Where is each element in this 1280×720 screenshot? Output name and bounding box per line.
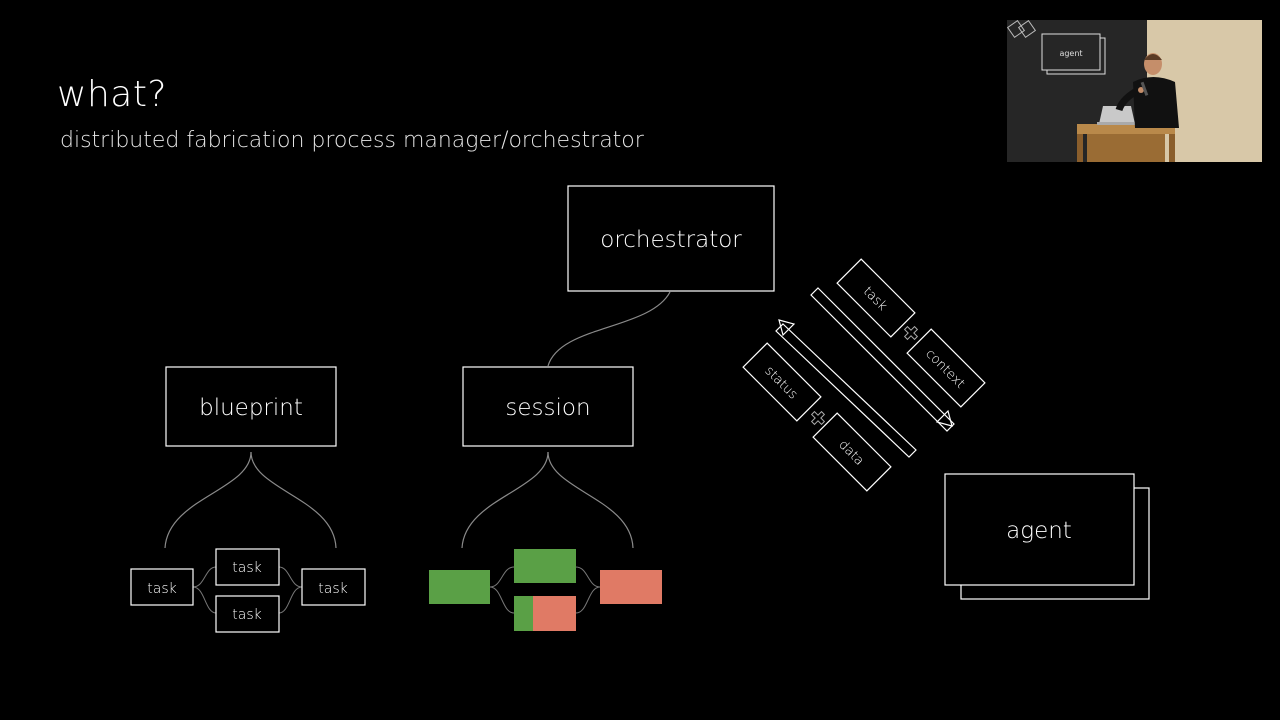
blueprint-task-edges bbox=[192, 566, 303, 614]
orchestrator-session-connector bbox=[547, 291, 671, 367]
task-node: task bbox=[130, 568, 194, 606]
blueprint-task-graph: task task task task bbox=[130, 548, 366, 633]
session-task-edges bbox=[489, 566, 601, 614]
flow-label-context: context bbox=[906, 328, 986, 408]
plus-icon bbox=[810, 410, 826, 426]
dispatch-arrow bbox=[810, 287, 955, 432]
projected-slide: agent bbox=[1041, 33, 1106, 75]
task-label: task bbox=[232, 560, 261, 576]
agent-node: agent bbox=[944, 473, 1150, 600]
speaker-video-inset: agent bbox=[1007, 20, 1262, 162]
task-node: task bbox=[215, 548, 280, 586]
task-label: task bbox=[147, 581, 176, 597]
podium bbox=[1077, 124, 1175, 162]
task-label: task bbox=[318, 581, 347, 597]
task-node: task bbox=[301, 568, 366, 606]
task-node: task bbox=[215, 595, 280, 633]
task-complete bbox=[429, 570, 490, 604]
session-node: session bbox=[462, 366, 634, 447]
flow-label-task: task bbox=[836, 258, 916, 338]
blueprint-label: blueprint bbox=[199, 395, 303, 421]
session-brace bbox=[461, 451, 634, 549]
agent-label: agent bbox=[1006, 518, 1072, 544]
slide-subtitle: distributed fabrication process manager/… bbox=[60, 128, 644, 153]
session-task-graph bbox=[429, 549, 662, 631]
report-arrow bbox=[775, 319, 917, 458]
blueprint-node: blueprint bbox=[165, 366, 337, 447]
orchestrator-node: orchestrator bbox=[567, 185, 775, 292]
speaker-figure bbox=[1115, 53, 1179, 128]
slide-corner-mark bbox=[1007, 20, 1037, 39]
task-label: task bbox=[232, 607, 261, 623]
slide-title: what? bbox=[57, 74, 168, 115]
blueprint-brace bbox=[164, 451, 337, 549]
plus-icon bbox=[903, 325, 919, 341]
task-failed bbox=[600, 570, 662, 604]
task-in-progress bbox=[514, 596, 576, 631]
flow-label-data: data bbox=[812, 412, 892, 492]
orchestrator-label: orchestrator bbox=[600, 227, 742, 253]
flow-label-status: status bbox=[742, 342, 822, 422]
laptop bbox=[1097, 106, 1139, 125]
projected-slide-label: agent bbox=[1059, 49, 1082, 58]
session-label: session bbox=[505, 395, 590, 421]
task-complete bbox=[514, 549, 576, 583]
